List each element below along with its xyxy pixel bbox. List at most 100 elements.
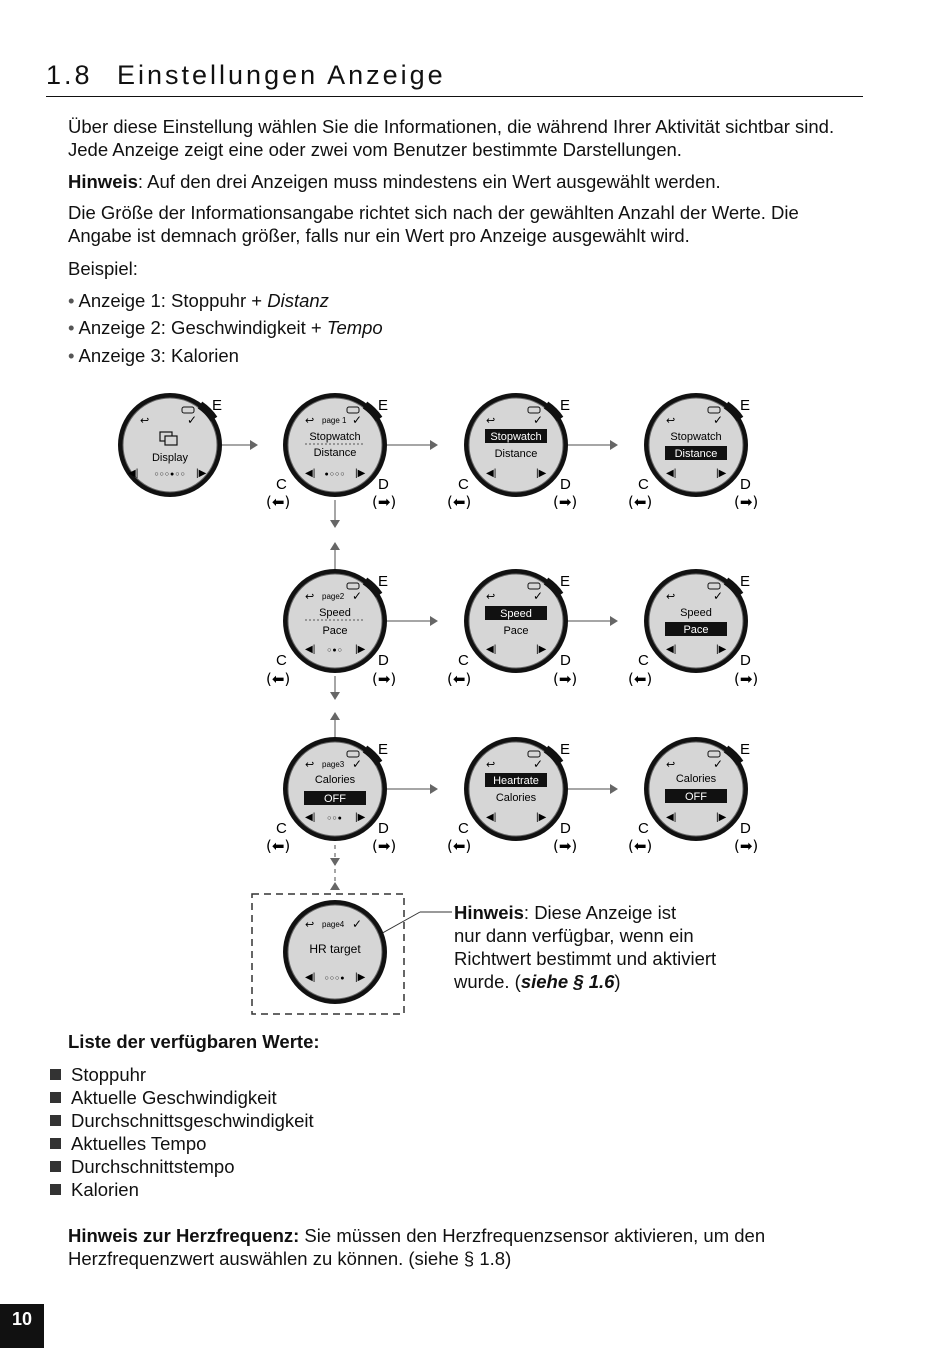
page-number: 10 (0, 1304, 44, 1348)
battery-icon (346, 406, 360, 414)
page-dots: ○○○● (325, 975, 346, 982)
line2: Distance (495, 448, 538, 460)
button-c-hint: (⬅) (447, 493, 471, 511)
list-item: Stoppuhr (50, 1063, 146, 1086)
page-name: page2 (322, 592, 345, 601)
battery-icon (527, 582, 541, 590)
battery-icon (346, 582, 360, 590)
button-e-label: E (740, 573, 750, 590)
button-c-label: C (458, 476, 469, 493)
battery-icon (707, 406, 721, 414)
watch-page2-select-line2: ↩ ✓ Speed Pace ◀| |▶ E C D (⬅) (➡) (628, 569, 758, 688)
list-item: Aktuelles Tempo (50, 1132, 206, 1155)
example-item: •Anzeige 3: Kalorien (68, 345, 239, 366)
size-line-2: Angabe ist demnach größer, falls nur ein… (68, 225, 690, 246)
button-e-label: E (212, 397, 222, 414)
left-arrow-icon: ◀| (666, 468, 676, 479)
battery-icon (346, 750, 360, 758)
button-d-hint: (➡) (372, 670, 396, 688)
button-c-label: C (638, 476, 649, 493)
note-text: : Auf den drei Anzeigen muss mindestens … (137, 171, 721, 192)
button-c-label: C (638, 652, 649, 669)
back-icon: ↩ (666, 591, 675, 603)
note-label: Hinweis (68, 171, 138, 192)
button-c-label: C (638, 820, 649, 837)
list-item: Durchschnittstempo (50, 1155, 234, 1178)
watch-page3: ↩ page3 ✓ Calories OFF ◀| ○○● |▶ E C D (… (266, 737, 396, 855)
right-arrow-icon: |▶ (355, 468, 366, 479)
back-icon: ↩ (305, 759, 314, 771)
page-name: page3 (322, 760, 345, 769)
line1: HR target (309, 942, 361, 956)
left-arrow-icon: ◀| (486, 812, 496, 823)
right-arrow-icon: |▶ (196, 468, 207, 479)
right-arrow-icon: |▶ (536, 812, 547, 823)
button-e-label: E (560, 397, 570, 414)
line1: Stopwatch (490, 431, 541, 443)
button-d-hint: (➡) (553, 493, 577, 511)
note-paragraph: Hinweis: Auf den drei Anzeigen muss mind… (68, 170, 888, 193)
intro-line-1: Über diese Einstellung wählen Sie die In… (68, 116, 835, 137)
button-e-label: E (378, 397, 388, 414)
list-item: Aktuelle Geschwindigkeit (50, 1086, 277, 1109)
button-e-label: E (740, 397, 750, 414)
left-arrow-icon: ◀| (305, 812, 315, 823)
page-name: page4 (322, 920, 345, 929)
section-heading: 1.8 Einstellungen Anzeige (46, 60, 863, 97)
check-icon: ✓ (713, 413, 723, 427)
battery-icon (707, 750, 721, 758)
button-d-label: D (560, 476, 571, 493)
svg-text:wurde. (siehe § 1.6): wurde. (siehe § 1.6) (453, 971, 621, 992)
right-arrow-icon: |▶ (355, 972, 366, 983)
left-arrow-icon: ◀| (128, 468, 138, 479)
check-icon: ✓ (713, 757, 723, 771)
watch-page3-select-line1: ↩ ✓ Heartrate Calories ◀| |▶ E C D (⬅) (… (447, 737, 577, 855)
page-dots: ○○○●○○ (154, 471, 185, 478)
right-arrow-icon: |▶ (716, 812, 727, 823)
button-c-hint: (⬅) (628, 670, 652, 688)
line2: OFF (685, 791, 707, 803)
watch-page1-select-line1: ↩ ✓ Stopwatch Distance ◀| |▶ E C D (⬅) (… (447, 393, 577, 511)
line2: Pace (322, 625, 347, 637)
svg-text:Richtwert bestimmt und aktivie: Richtwert bestimmt und aktiviert (454, 948, 716, 969)
button-e-label: E (740, 741, 750, 758)
back-icon: ↩ (305, 415, 314, 427)
battery-icon (707, 582, 721, 590)
check-icon: ✓ (533, 413, 543, 427)
left-arrow-icon: ◀| (305, 972, 315, 983)
button-d-label: D (560, 652, 571, 669)
callout-note: Hinweis: Diese Anzeige ist nur dann verf… (453, 902, 716, 992)
page-dots: ○○● (327, 815, 343, 822)
left-arrow-icon: ◀| (486, 468, 496, 479)
button-c-hint: (⬅) (266, 837, 290, 855)
button-d-hint: (➡) (734, 837, 758, 855)
back-icon: ↩ (140, 415, 149, 427)
right-arrow-icon: |▶ (716, 644, 727, 655)
button-c-hint: (⬅) (447, 670, 471, 688)
line1: Speed (680, 607, 712, 619)
right-arrow-icon: |▶ (536, 468, 547, 479)
example-label: Beispiel: (68, 258, 138, 279)
button-c-hint: (⬅) (628, 837, 652, 855)
svg-text:nur dann verfügbar, wenn ein: nur dann verfügbar, wenn ein (454, 925, 694, 946)
size-line-1: Die Größe der Informationsangabe richtet… (68, 202, 799, 223)
check-icon: ✓ (533, 757, 543, 771)
left-arrow-icon: ◀| (305, 468, 315, 479)
button-c-label: C (276, 652, 287, 669)
section-number: 1.8 (46, 60, 93, 90)
back-icon: ↩ (486, 415, 495, 427)
button-d-label: D (740, 820, 751, 837)
line2: Calories (496, 792, 537, 804)
svg-text:Hinweis: Diese Anzeige ist: Hinweis: Diese Anzeige ist (454, 902, 676, 923)
intro-line-2: Jede Anzeige zeigt eine oder zwei vom Be… (68, 139, 682, 160)
button-e-label: E (560, 741, 570, 758)
watch-page1-select-line2: ↩ ✓ Stopwatch Distance ◀| |▶ E C D (⬅) (… (628, 393, 758, 511)
left-arrow-icon: ◀| (666, 644, 676, 655)
button-d-hint: (➡) (553, 837, 577, 855)
button-c-label: C (458, 820, 469, 837)
line1: Calories (315, 774, 356, 786)
line2: Pace (503, 625, 528, 637)
button-e-label: E (378, 573, 388, 590)
battery-icon (527, 750, 541, 758)
size-paragraph: Die Größe der Informationsangabe richtet… (68, 201, 888, 247)
